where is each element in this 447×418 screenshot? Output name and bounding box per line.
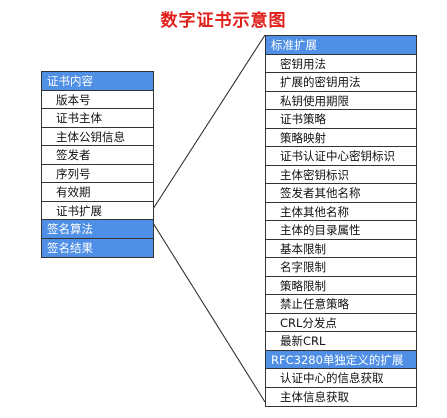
- ext-crl-distribution-points: CRL分发点: [266, 314, 416, 332]
- standard-extensions-box: 标准扩展 密钥用法 扩展的密钥用法 私钥使用期限 证书策略 策略映射 证书认证中…: [265, 35, 417, 407]
- rfc3280-extensions-header: RFC3280单独定义的扩展: [266, 350, 416, 369]
- ext-certificate-policies: 证书策略: [266, 110, 416, 129]
- ext-subject-info-access: 主体信息获取: [280, 389, 349, 404]
- ext-freshest-crl: 最新CRL: [266, 332, 416, 351]
- field-validity: 有效期: [42, 183, 153, 202]
- ext-authority-info-access: 认证中心的信息获取: [266, 369, 416, 388]
- field-issuer: 签发者: [42, 146, 153, 165]
- ext-basic-constraints: 基本限制: [266, 240, 416, 258]
- ext-policy-mappings: 策略映射: [266, 129, 416, 147]
- ext-key-usage: 密钥用法: [266, 55, 416, 73]
- signature-algorithm-header: 签名算法: [42, 220, 153, 239]
- certificate-content-header: 证书内容: [42, 72, 153, 91]
- ext-extended-key-usage: 扩展的密钥用法: [266, 73, 416, 92]
- ext-subject-directory-attributes: 主体的目录属性: [266, 221, 416, 240]
- standard-extensions-header: 标准扩展: [266, 36, 416, 55]
- field-serial-number: 序列号: [42, 165, 153, 183]
- field-version: 版本号: [42, 91, 153, 109]
- ext-subject-alt-name: 主体其他名称: [266, 203, 416, 221]
- connector-bottom: [152, 222, 266, 403]
- ext-issuer-alt-name: 签发者其他名称: [266, 184, 416, 203]
- field-extensions: 证书扩展: [42, 202, 153, 220]
- ext-subject-key-identifier: 主体密钥标识: [266, 166, 416, 184]
- signature-value-header: 签名结果: [42, 238, 153, 257]
- certificate-content-box: 证书内容 版本号 证书主体 主体公钥信息 签发者 序列号 有效期 证书扩展 签名…: [41, 71, 154, 258]
- connector-top: [152, 34, 266, 210]
- field-subject: 证书主体: [42, 109, 153, 128]
- diagram-title: 数字证书示意图: [160, 11, 287, 31]
- ext-private-key-usage-period: 私钥使用期限: [266, 92, 416, 110]
- ext-name-constraints: 名字限制: [266, 258, 416, 277]
- ext-policy-constraints: 策略限制: [266, 277, 416, 295]
- ext-inhibit-any-policy: 禁止任意策略: [266, 295, 416, 314]
- field-subject-public-key-info: 主体公钥信息: [42, 128, 153, 146]
- ext-authority-key-identifier: 证书认证中心密钥标识: [266, 147, 416, 166]
